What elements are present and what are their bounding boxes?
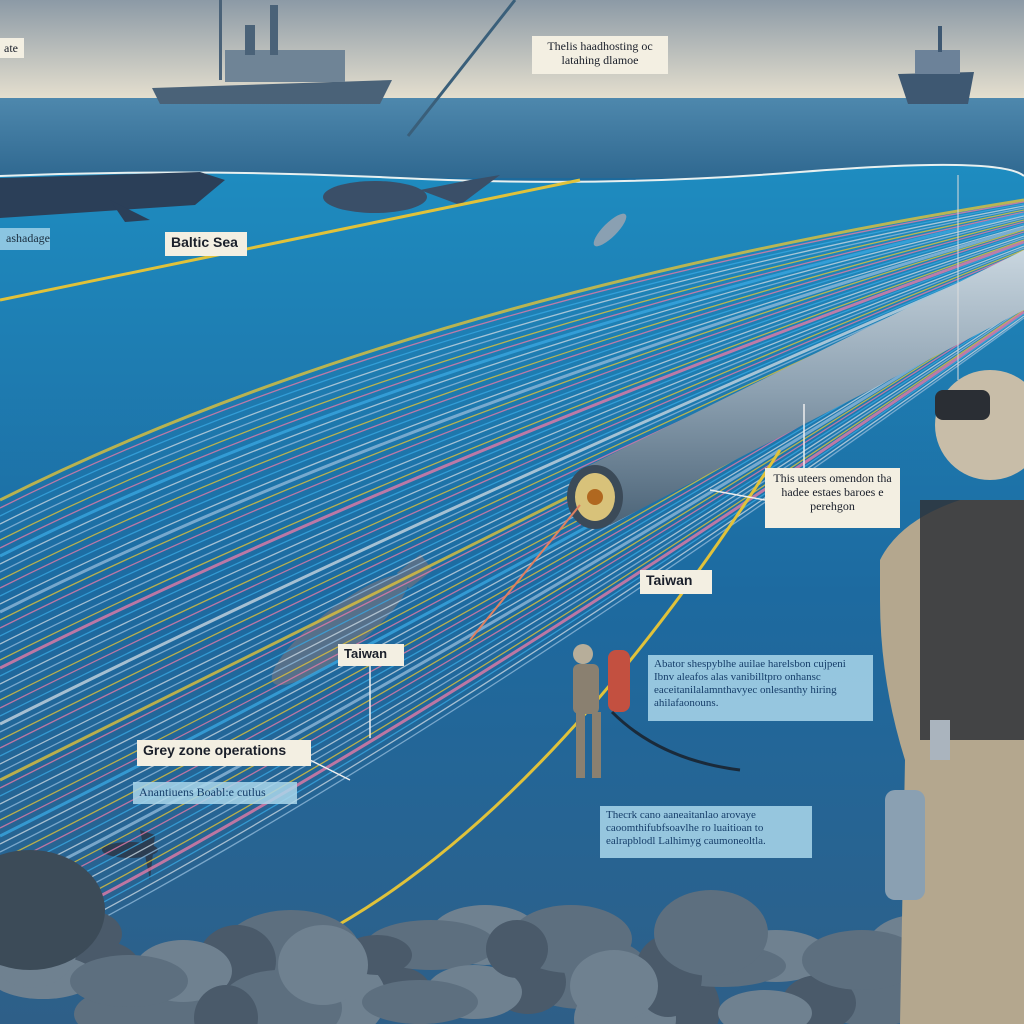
cable-strand (0, 245, 1024, 685)
cable-strand (0, 310, 1024, 950)
ship-left (152, 0, 392, 104)
rock (570, 950, 658, 1022)
cable-strand (0, 203, 1024, 517)
label-taiwan-center: Taiwan (338, 644, 404, 666)
cable-strand (0, 229, 1024, 621)
cable-strand (0, 303, 1024, 917)
cable-strand (0, 233, 1024, 637)
cable-strand (0, 239, 1024, 661)
ship-right (898, 26, 974, 104)
rock (718, 990, 812, 1024)
rock (654, 890, 768, 976)
cable-strand (0, 201, 1024, 509)
label-grey-zone-operations: Grey zone operations (137, 740, 311, 766)
cable-strand (0, 243, 1024, 677)
boulder (0, 850, 105, 970)
yellow-cable (0, 178, 581, 302)
cable-strand (0, 249, 1024, 701)
diver-small (573, 644, 630, 778)
cable-strand (0, 207, 1024, 533)
cable-strand (0, 198, 1024, 502)
cable-strand (0, 235, 1024, 645)
label-baltic-sea: Baltic Sea (165, 232, 247, 256)
cable-strand (0, 226, 1024, 614)
diver-hose (610, 710, 741, 772)
cable-strand (0, 225, 1024, 605)
cable-strand (0, 215, 1024, 565)
cable-strand (0, 257, 1024, 733)
waterline (0, 163, 1024, 183)
sea-surface (0, 98, 1024, 178)
cable-strand (0, 317, 1024, 973)
rock (802, 930, 922, 990)
cable-strand (0, 305, 1024, 925)
large-cable-pipe (567, 250, 1024, 529)
drone-top (593, 213, 627, 247)
label-right-paragraph-1: Abator shespyblhe auilae harelsbon cujpe… (648, 655, 873, 721)
cable-strand (0, 301, 1024, 909)
diver-large (880, 370, 1024, 1024)
fiber-strand (469, 504, 581, 641)
leader-line (709, 489, 766, 501)
label-cable-note: This uteers omendon tha hadee estaes bar… (765, 468, 900, 528)
cable-strand (0, 205, 1024, 525)
cable-strand (0, 296, 1024, 894)
submarine-center (323, 175, 500, 213)
submarine-left (0, 172, 225, 222)
cable-strand (0, 231, 1024, 629)
label-right-paragraph-2: Thecrk cano aaneaitanlao arovaye caoomth… (600, 806, 812, 858)
cable-strand (0, 240, 1024, 670)
cable-strand (0, 299, 1024, 901)
cable-strand (0, 307, 1024, 933)
cable-strand (0, 209, 1024, 541)
cable-strand (0, 212, 1024, 558)
cable-strand (0, 237, 1024, 653)
rock (486, 920, 548, 978)
cable-strand (0, 254, 1024, 726)
cable-strand (0, 253, 1024, 717)
label-taiwan-right: Taiwan (640, 570, 712, 594)
cable-strand (0, 315, 1024, 965)
label-left-bottom: Anantiuens Boabl:e cutlus (133, 782, 297, 804)
cable-strand (0, 247, 1024, 693)
cable-strand (0, 221, 1024, 589)
tether-line (406, 0, 517, 137)
cable-strand (0, 313, 1024, 957)
leader-line (309, 759, 351, 781)
rock (194, 985, 258, 1024)
rock (278, 925, 368, 1005)
sky (0, 0, 1024, 100)
cable-strand (0, 211, 1024, 549)
cable-strand (0, 251, 1024, 709)
rock (70, 955, 188, 1007)
cable-strand (0, 223, 1024, 597)
rock (362, 980, 478, 1024)
cable-strand (0, 309, 1024, 941)
cable-strand (0, 219, 1024, 581)
torpedo-center (271, 554, 433, 686)
label-left-small: ashadage (0, 228, 50, 250)
cable-strand (0, 295, 1024, 885)
label-top-center: Thelis haadhosting oc latahing dlamoe (532, 36, 668, 74)
cable-strand (0, 217, 1024, 573)
label-top-left: ate (0, 38, 24, 58)
